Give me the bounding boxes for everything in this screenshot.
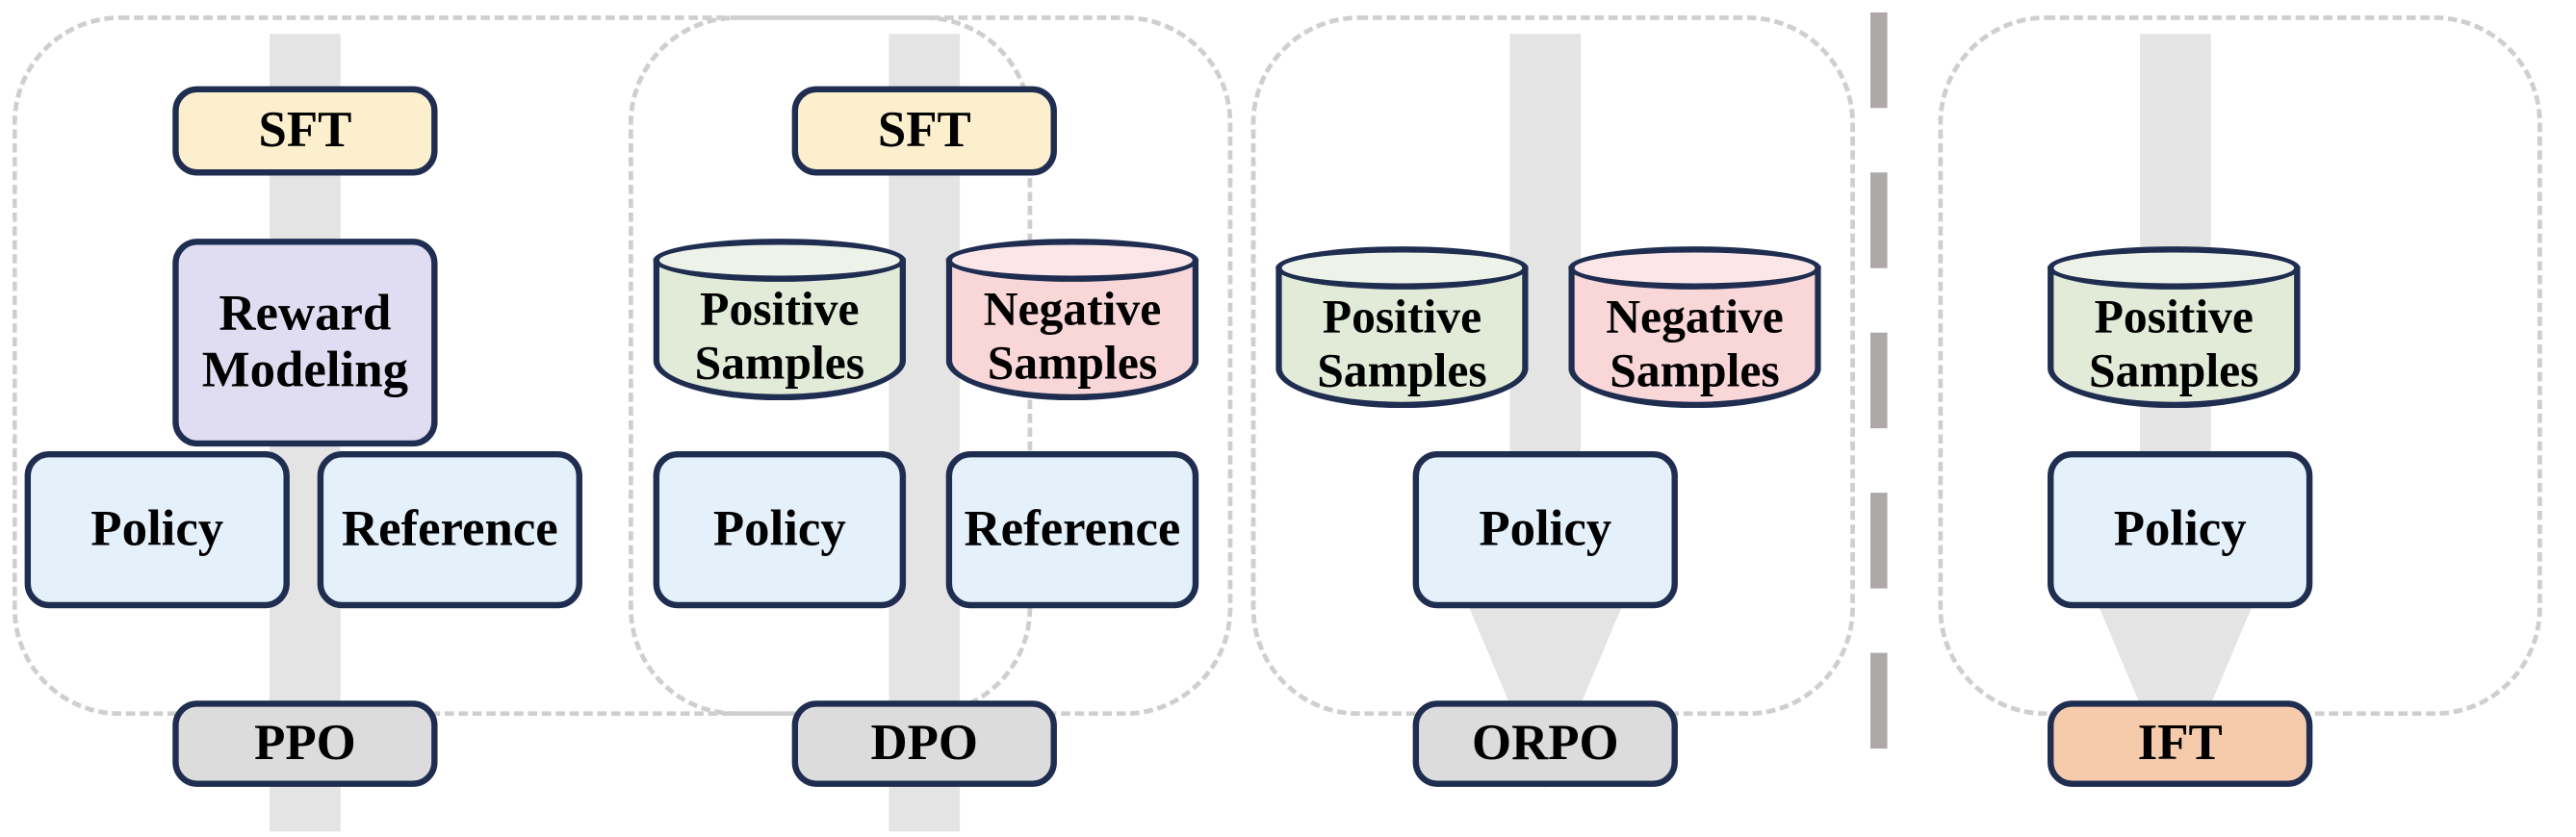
cylinder-body: [2048, 266, 2301, 409]
node-reward-modeling[interactable]: Reward Modeling: [172, 239, 438, 447]
node-result-ift[interactable]: IFT: [2048, 700, 2313, 787]
cylinder-negative-samples-orpo[interactable]: Negative Samples: [1568, 246, 1821, 409]
cylinder-label-line2: Samples: [2089, 342, 2259, 397]
cylinder-top: [945, 239, 1199, 282]
node-policy-ppo[interactable]: Policy: [24, 450, 290, 609]
cylinder-top: [2048, 246, 2301, 290]
cylinder-top: [653, 239, 907, 282]
node-result-orpo[interactable]: ORPO: [1412, 700, 1678, 787]
cylinder-body: [1275, 266, 1529, 409]
cylinder-body: [945, 258, 1199, 401]
cylinder-label-line2: Samples: [987, 335, 1158, 390]
cylinder-label-line1: Positive: [2094, 289, 2254, 343]
cylinder-label: Positive Samples: [654, 281, 906, 390]
cylinder-label-line2: Samples: [1610, 342, 1780, 397]
node-sft-dpo[interactable]: SFT: [791, 86, 1057, 176]
cylinder-body: [653, 258, 907, 401]
node-label: PPO: [254, 715, 356, 772]
node-label: Policy: [1479, 500, 1612, 557]
node-label: DPO: [870, 715, 979, 772]
cylinder-label: Negative Samples: [1568, 289, 1820, 397]
node-label: ORPO: [1471, 715, 1619, 772]
cylinder-top: [1275, 246, 1529, 290]
node-label: SFT: [258, 102, 352, 159]
cylinder-label: Positive Samples: [2048, 289, 2300, 397]
cylinder-label-line1: Positive: [1322, 289, 1482, 343]
node-policy-dpo[interactable]: Policy: [653, 450, 907, 609]
node-policy-orpo[interactable]: Policy: [1412, 450, 1678, 609]
cylinder-positive-samples-orpo[interactable]: Positive Samples: [1275, 246, 1529, 409]
cylinder-positive-samples-dpo[interactable]: Positive Samples: [653, 239, 907, 401]
cylinder-label-line1: Negative: [983, 281, 1162, 336]
node-label: Policy: [2113, 500, 2247, 557]
cylinder-label: Negative Samples: [946, 281, 1198, 390]
node-result-ppo[interactable]: PPO: [172, 700, 438, 787]
node-label: Reference: [964, 500, 1181, 557]
cylinder-label-line1: Positive: [700, 281, 860, 336]
node-label-line2: Modeling: [201, 342, 409, 398]
cylinder-top: [1568, 246, 1821, 290]
node-label: Policy: [712, 500, 846, 557]
section-divider: [1869, 12, 1888, 783]
node-reference-dpo[interactable]: Reference: [945, 450, 1199, 609]
cylinder-negative-samples-dpo[interactable]: Negative Samples: [945, 239, 1199, 401]
node-result-dpo[interactable]: DPO: [791, 700, 1057, 787]
node-policy-ift[interactable]: Policy: [2048, 450, 2313, 609]
node-label: Reference: [341, 500, 558, 557]
node-label-line1: Reward: [219, 285, 392, 342]
node-label: SFT: [877, 102, 971, 159]
node-sft-ppo[interactable]: SFT: [172, 86, 438, 176]
cylinder-body: [1568, 266, 1821, 409]
cylinder-label-line1: Negative: [1606, 289, 1784, 343]
cylinder-label-line2: Samples: [1317, 342, 1487, 397]
node-label: Policy: [90, 500, 224, 557]
cylinder-label: Positive Samples: [1275, 289, 1528, 397]
node-label: IFT: [2137, 715, 2223, 772]
cylinder-positive-samples-ift[interactable]: Positive Samples: [2048, 246, 2301, 409]
node-reference-ppo[interactable]: Reference: [317, 450, 582, 609]
cylinder-label-line2: Samples: [694, 335, 865, 390]
